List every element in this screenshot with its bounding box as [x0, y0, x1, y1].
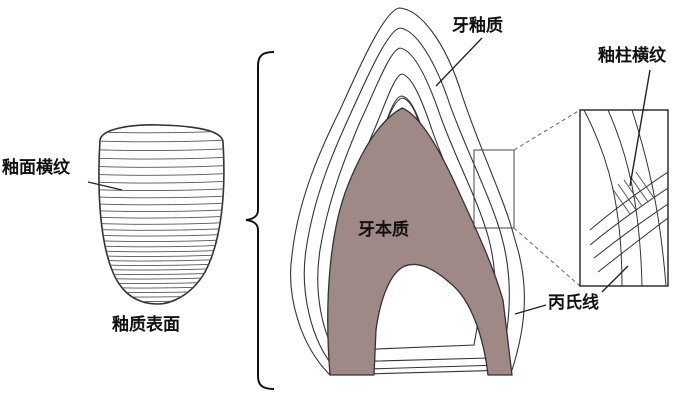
surface-striation-line — [98, 244, 224, 248]
surface-striation-line — [98, 148, 224, 151]
inset-dej-leader — [601, 265, 629, 293]
label-enamel-surface-lines: 釉面横纹 — [2, 158, 70, 178]
surface-striation-line — [98, 139, 224, 143]
enamel-leader — [435, 37, 483, 87]
surface-striation-line — [98, 209, 224, 212]
surface-striation-line — [98, 195, 224, 199]
surface-striation-line — [98, 233, 224, 237]
enamel-surface-view — [87, 124, 225, 305]
inset-connectors — [513, 109, 581, 287]
surface-striation-line — [98, 222, 224, 225]
magnified-inset — [579, 69, 669, 293]
surface-striation-line — [98, 173, 224, 176]
surface-striation-line — [98, 180, 224, 184]
label-dentinoenamel-junction: 丙氏线 — [548, 293, 599, 313]
surface-striation-line — [98, 188, 224, 191]
surface-striation-line — [98, 228, 224, 231]
tooth-face-outline — [98, 124, 225, 305]
surface-striation-line — [98, 239, 224, 242]
surface-striation-line — [98, 202, 224, 206]
label-dentin: 牙本质 — [358, 220, 409, 240]
surface-striation-line — [98, 249, 224, 253]
surface-striation-line — [98, 156, 224, 160]
label-enamel-rod-striations: 釉柱横纹 — [598, 46, 666, 66]
rod-leader — [629, 69, 651, 187]
label-enamel: 牙釉质 — [452, 16, 503, 36]
dej-leader — [514, 304, 547, 315]
surface-lines-leader — [87, 181, 123, 191]
inset-source-box — [473, 149, 515, 229]
surface-striation-line — [98, 165, 224, 168]
surface-striation-line — [98, 215, 224, 219]
label-enamel-surface: 釉质表面 — [112, 315, 180, 335]
bracket — [245, 51, 275, 390]
dentin-core — [327, 107, 513, 376]
